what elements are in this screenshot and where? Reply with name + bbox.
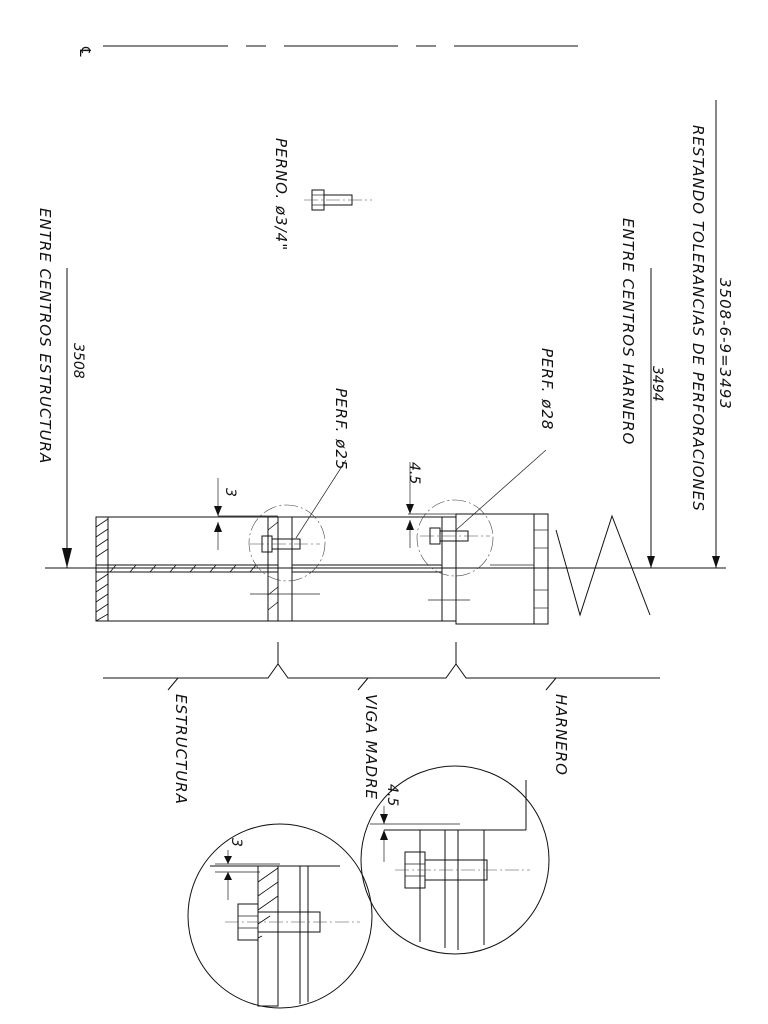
detail-view-estructura-viga — [187, 823, 373, 1009]
perf28-label: PERF. ø28 — [538, 348, 556, 430]
detail-circle-25 — [248, 504, 326, 582]
dim-3-label: 3 — [222, 488, 238, 497]
detail-circle-28 — [416, 499, 494, 577]
bolt-28 — [420, 527, 490, 545]
top-centerline: ℄ — [76, 45, 578, 59]
entre-centros-harnero-label: ENTRE CENTROS HARNERO — [619, 218, 637, 445]
harnero-distance-value: 3494 — [649, 366, 665, 402]
tolerancias-label: RESTANDO TOLERANCIAS DE PERFORACIONES — [689, 125, 707, 512]
entre-centros-estructura-label: ENTRE CENTROS ESTRUCTURA — [36, 208, 54, 464]
estructura-distance-value: 3508 — [70, 343, 86, 379]
harnero-section — [455, 513, 549, 625]
centerline-symbol: ℄ — [76, 45, 94, 59]
estructura-label: ESTRUCTURA — [172, 694, 190, 805]
dim-45-label: 4.5 — [406, 462, 422, 484]
viga-madre-section — [250, 516, 470, 622]
calc-label: 3508-6-9=3493 — [716, 278, 734, 410]
perf25-label: PERF. ø25 — [332, 388, 350, 470]
estructura-section — [95, 516, 279, 622]
break-line — [555, 514, 651, 617]
detail-dim-3-label: 3 — [228, 838, 244, 847]
section-brace — [103, 642, 660, 691]
perno-label: PERNO. ø3/4" — [272, 138, 290, 251]
bolt-icon — [304, 189, 372, 211]
detail-dim-45-label: 4.5 — [384, 784, 400, 806]
bolt-25 — [250, 535, 320, 553]
harnero-label: HARNERO — [552, 694, 570, 776]
viga-madre-label: VIGA MADRE — [362, 694, 380, 800]
detail-view-viga-harnero — [360, 765, 550, 955]
